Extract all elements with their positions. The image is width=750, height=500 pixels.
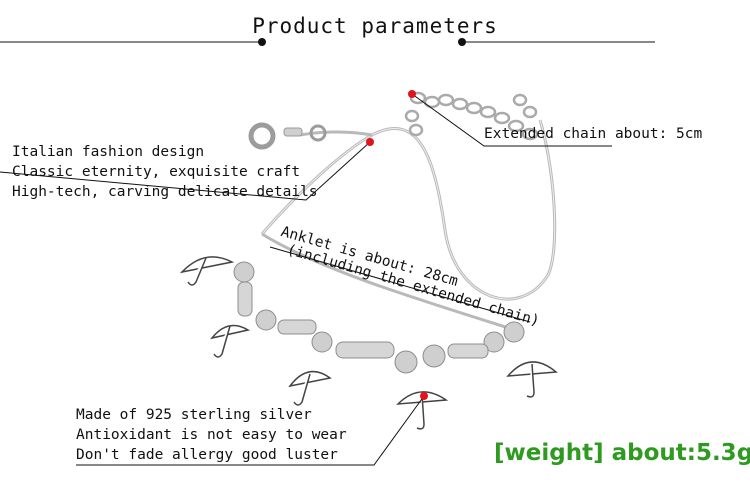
page-title: Product parameters: [252, 14, 498, 38]
material-marker: [420, 392, 428, 400]
weight-label: [weight] about:5.3g: [494, 440, 750, 466]
beads: [233, 261, 525, 374]
design-callout-line: [0, 141, 371, 201]
chain-length-text: Extended chain about: 5cm: [484, 126, 703, 142]
header-dot-left: [258, 38, 266, 46]
chain-marker: [408, 90, 416, 98]
design-line-1: Italian fashion design: [12, 144, 205, 160]
spring-ring-clasp: [248, 122, 276, 150]
material-line-1: Made of 925 sterling silver: [76, 407, 312, 423]
length-callout-line: [269, 246, 531, 323]
snake-chain-highlight: [261, 119, 556, 300]
chain-callout-line: [411, 93, 612, 147]
material-callout-line: [76, 395, 425, 466]
design-marker: [366, 138, 374, 146]
material-line-2: Antioxidant is not easy to wear: [76, 427, 347, 443]
umbrella-charms: [179, 256, 558, 430]
extension-chain: [404, 91, 539, 141]
material-line-3: Don't fade allergy good luster: [76, 447, 338, 463]
jump-ring: [309, 124, 327, 142]
bead-string: [261, 232, 516, 332]
header-dot-right: [458, 38, 466, 46]
clasp-chain: [299, 130, 373, 137]
clasp-tag: [283, 127, 303, 137]
design-line-2: Classic eternity, exquisite craft: [12, 164, 301, 180]
design-line-3: High-tech, carving delicate details: [12, 184, 318, 200]
